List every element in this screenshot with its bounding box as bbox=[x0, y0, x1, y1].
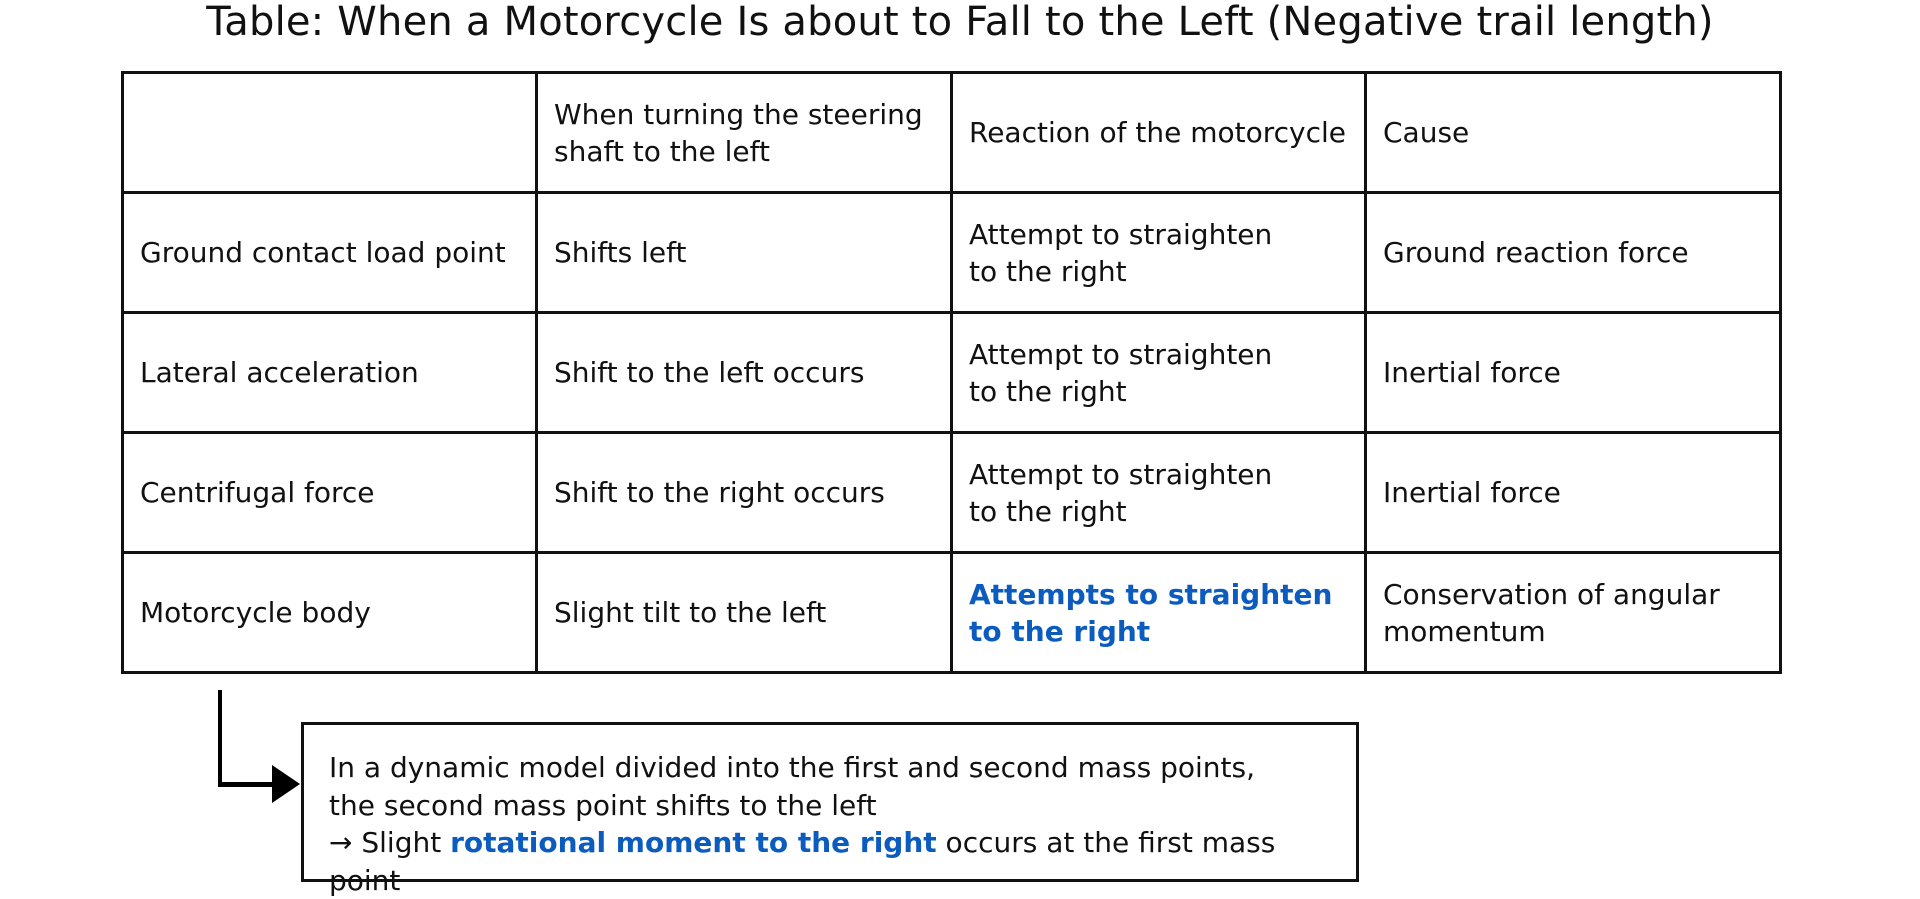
arrow-right-icon bbox=[272, 765, 300, 803]
connector-line-vertical bbox=[218, 690, 222, 786]
table-cell: Ground reaction force bbox=[1364, 191, 1782, 314]
table-cell: Conservation of angular momentum bbox=[1364, 551, 1782, 674]
table-row: Ground contact load point Shifts left At… bbox=[121, 191, 1782, 314]
comparison-table: When turning the steering shaft to the l… bbox=[121, 71, 1782, 674]
note-highlight: rotational moment to the right bbox=[450, 826, 937, 859]
header-cell-reaction: Reaction of the motorcycle bbox=[950, 71, 1367, 194]
header-cell-cause: Cause bbox=[1364, 71, 1782, 194]
row-label: Lateral acceleration bbox=[121, 311, 538, 434]
table-row: Motorcycle body Slight tilt to the left … bbox=[121, 551, 1782, 674]
explanation-note: In a dynamic model divided into the firs… bbox=[301, 722, 1359, 897]
row-label: Centrifugal force bbox=[121, 431, 538, 554]
table-cell: Inertial force bbox=[1364, 431, 1782, 554]
page-title: Table: When a Motorcycle Is about to Fal… bbox=[206, 0, 1714, 45]
table-header-row: When turning the steering shaft to the l… bbox=[121, 71, 1782, 194]
note-line-3-prefix: → Slight bbox=[329, 826, 451, 859]
table-cell: Inertial force bbox=[1364, 311, 1782, 434]
table-cell: Shifts left bbox=[535, 191, 953, 314]
table-cell: Shift to the right occurs bbox=[535, 431, 953, 554]
note-line-3: → Slight rotational moment to the right … bbox=[329, 824, 1331, 899]
highlighted-cell: Attempts to straighten to the right bbox=[950, 551, 1367, 674]
table-cell: Attempt to straighten to the right bbox=[950, 431, 1367, 554]
note-line-2: the second mass point shifts to the left bbox=[329, 788, 877, 822]
header-cell-empty bbox=[121, 71, 538, 194]
table-row: Lateral acceleration Shift to the left o… bbox=[121, 311, 1782, 434]
connector-line-horizontal bbox=[218, 782, 278, 787]
table-cell: Slight tilt to the left bbox=[535, 551, 953, 674]
row-label: Ground contact load point bbox=[121, 191, 538, 314]
table-row: Centrifugal force Shift to the right occ… bbox=[121, 431, 1782, 554]
header-cell-steering: When turning the steering shaft to the l… bbox=[535, 71, 953, 194]
table-cell: Shift to the left occurs bbox=[535, 311, 953, 434]
note-line-1: In a dynamic model divided into the firs… bbox=[329, 751, 1255, 784]
row-label: Motorcycle body bbox=[121, 551, 538, 674]
table-cell: Attempt to straighten to the right bbox=[950, 191, 1367, 314]
table-cell: Attempt to straighten to the right bbox=[950, 311, 1367, 434]
